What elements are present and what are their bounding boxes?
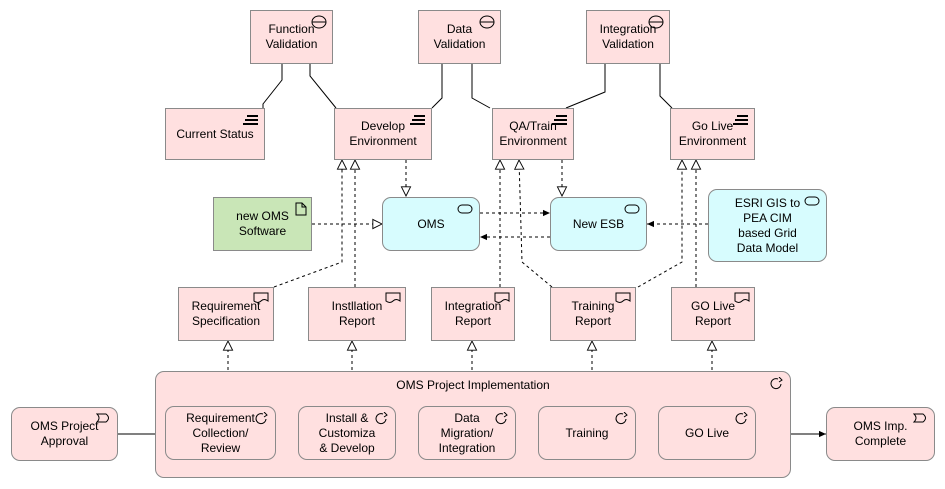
deliverable-reqspec-label: Requirement Specification [191,299,261,328]
realize-reqspec-develop [273,160,342,288]
requirement-integration-validation[interactable]: Integration Validation [586,10,670,64]
process-training-label: Training [565,425,609,440]
current-status-label: Current Status [176,126,254,141]
deliverable-icon [385,292,401,303]
realize-golive-golive [637,160,682,288]
deliverable-requirement-specification[interactable]: Requirement Specification [178,287,274,341]
process-training[interactable]: Training [538,406,636,460]
line-function-current [262,64,283,108]
requirement-function-label: Function Validation [265,22,318,51]
line-function-develop [309,64,337,109]
application-esri-gis[interactable]: ESRI GIS to PEA CIM based Grid Data Mode… [708,189,827,262]
requirement-integration-label: Integration Validation [599,22,657,51]
deliverable-icon [734,292,750,303]
deliverable-golive-report[interactable]: GO Live Report [671,287,755,341]
environment-develop[interactable]: Develop Environment [334,108,432,160]
deliverable-icon [494,292,510,303]
environment-golive[interactable]: Go Live Environment [670,108,755,160]
stack-icon [733,115,748,125]
process-icon [770,377,783,390]
deliverable-training-label: Training Report [571,299,615,328]
deliverable-integration-report[interactable]: Integration Report [431,287,515,341]
process-requirement-label: Requirement Collection/ Review [186,410,255,455]
process-icon [735,412,748,425]
line-integration-golive [659,64,673,109]
application-new-esb[interactable]: New ESB [550,197,647,251]
deliverable-icon [615,292,631,303]
event-icon [913,413,926,423]
requirement-data-validation[interactable]: Data Validation [418,10,501,64]
artifact-new-oms-software[interactable]: new OMS Software [213,197,312,251]
process-requirement-collection[interactable]: Requirement Collection/ Review [165,406,276,460]
line-data-qa [471,64,491,109]
application-service-icon [804,196,820,206]
deliverable-integration-label: Integration Report [444,299,502,328]
environment-develop-label: Develop Environment [349,119,417,148]
deliverable-icon [253,292,269,303]
process-icon [255,412,268,425]
application-esb-label: New ESB [572,216,625,231]
application-service-icon [457,204,473,214]
requirement-data-label: Data Validation [433,22,486,51]
application-service-icon [624,204,640,214]
deliverable-installation-label: Instllation Report [331,299,383,328]
deliverable-training-report[interactable]: Training Report [550,287,636,341]
process-group-title: OMS Project Implementation [396,378,550,392]
deliverable-golive-label: GO Live Report [690,299,735,328]
process-install-customize[interactable]: Install & Customiza & Develop [298,406,396,460]
stack-icon [552,115,567,125]
requirement-icon [479,15,495,29]
event-approval-label: OMS Project Approval [30,419,99,448]
environment-golive-label: Go Live Environment [678,119,747,148]
process-data-migration[interactable]: Data Migration/ Integration [418,406,516,460]
environment-qa-label: QA/Train Environment [499,119,567,148]
document-icon [295,202,307,216]
process-migration-label: Data Migration/ Integration [438,410,496,455]
event-icon [96,413,109,423]
stack-icon [410,115,425,125]
line-data-develop [431,64,443,109]
assessment-current-status[interactable]: Current Status [165,108,265,160]
requirement-function-validation[interactable]: Function Validation [250,10,333,64]
deliverable-installation-report[interactable]: Instllation Report [308,287,406,341]
process-install-label: Install & Customiza & Develop [318,410,376,455]
event-complete-label: OMS Imp. Complete [853,419,908,448]
line-integration-qa [565,64,606,109]
process-golive-label: GO Live [684,425,729,440]
process-golive[interactable]: GO Live [658,406,756,460]
process-icon [375,412,388,425]
environment-qa-train[interactable]: QA/Train Environment [492,108,574,160]
artifact-label: new OMS Software [236,209,289,238]
requirement-icon [311,15,327,29]
event-oms-imp-complete[interactable]: OMS Imp. Complete [826,407,935,461]
process-icon [615,412,628,425]
requirement-icon [648,15,664,29]
realize-training-qa [519,160,553,288]
application-oms[interactable]: OMS [382,197,480,251]
event-oms-project-approval[interactable]: OMS Project Approval [11,407,118,461]
stack-icon [243,115,258,125]
application-oms-label: OMS [417,216,445,231]
process-icon [495,412,508,425]
application-esri-label: ESRI GIS to PEA CIM based Grid Data Mode… [734,195,801,255]
